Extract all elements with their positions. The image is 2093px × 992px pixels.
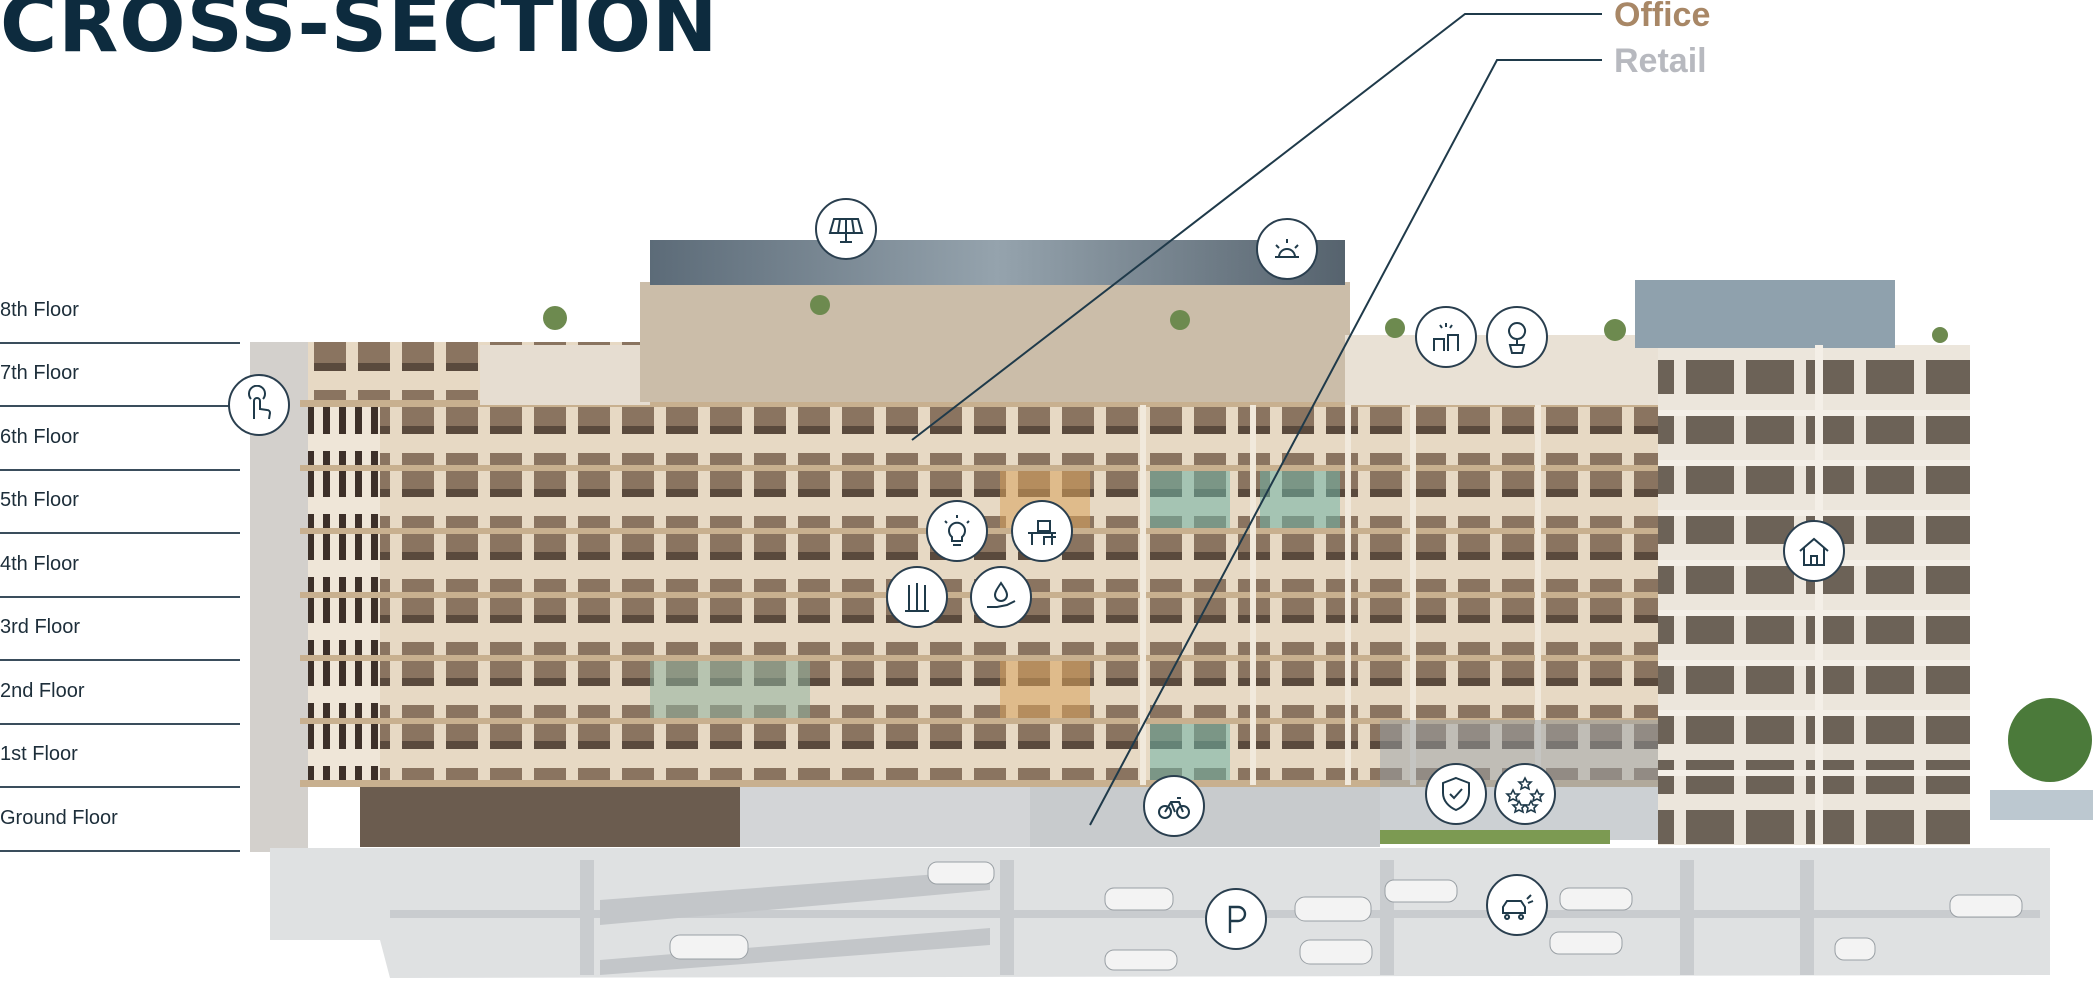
tower-glass-top (1635, 280, 1895, 348)
legend-retail-label: Retail (1614, 42, 1707, 80)
ev-charging-marker[interactable] (1486, 874, 1548, 936)
floor-label-ground: Ground Floor (0, 807, 118, 829)
floor-rule-ground (0, 850, 240, 852)
bicycle-icon (1158, 797, 1190, 819)
retail-ground (360, 787, 740, 847)
workstation-icon (1028, 520, 1056, 545)
floor-rule-7 (0, 405, 240, 407)
floor-rule-6 (0, 469, 240, 471)
floor-rule-1 (0, 786, 240, 788)
retail-leader-line (1089, 59, 1602, 826)
solar-panel-icon (828, 218, 864, 243)
office-leader-line (911, 13, 1602, 441)
touch-gesture-marker[interactable] (228, 374, 290, 436)
ev-charging-icon (1502, 894, 1534, 920)
solar-panel-marker[interactable] (815, 198, 877, 260)
five-stars-marker[interactable] (1494, 763, 1556, 825)
tree-planter-icon (1508, 322, 1526, 354)
floor-label-1: 1st Floor (0, 743, 78, 765)
floor-rule-4 (0, 596, 240, 598)
floor-label-7: 7th Floor (0, 362, 79, 384)
parking-icon (1228, 905, 1247, 933)
five-stars-icon (1505, 776, 1545, 814)
parking-marker[interactable] (1205, 888, 1267, 950)
hand-water-icon (987, 581, 1016, 608)
floor-rule-2 (0, 723, 240, 725)
bicycle-marker[interactable] (1143, 775, 1205, 837)
renewable-power-icon (1433, 323, 1459, 351)
legend-office-label: Office (1614, 0, 1711, 34)
floor-label-4: 4th Floor (0, 553, 79, 575)
wheat-marker[interactable] (886, 566, 948, 628)
floor-rule-8 (0, 342, 240, 344)
office-block (308, 342, 1658, 782)
renewable-power-marker[interactable] (1415, 306, 1477, 368)
workstation-marker[interactable] (1011, 500, 1073, 562)
wheat-icon (905, 583, 929, 612)
hand-water-marker[interactable] (970, 566, 1032, 628)
floor-label-6: 6th Floor (0, 426, 79, 448)
residential-tower (1658, 345, 1970, 845)
home-marker[interactable] (1783, 520, 1845, 582)
floor-label-8: 8th Floor (0, 299, 79, 321)
tree-planter-marker[interactable] (1486, 306, 1548, 368)
sunrise-icon (1275, 239, 1299, 258)
lightbulb-icon (944, 515, 970, 546)
floor-label-5: 5th Floor (0, 489, 79, 511)
floor-rule-3 (0, 659, 240, 661)
shield-check-icon (1442, 776, 1470, 812)
lightbulb-marker[interactable] (926, 500, 988, 562)
page-title: CROSS-SECTION (0, 0, 719, 70)
sunrise-marker[interactable] (1256, 218, 1318, 280)
floor-label-3: 3rd Floor (0, 616, 81, 638)
roof-glazing (650, 240, 1345, 285)
touch-gesture-icon (248, 385, 272, 420)
floor-label-2: 2nd Floor (0, 680, 85, 702)
shield-check-marker[interactable] (1425, 763, 1487, 825)
home-icon (1799, 537, 1829, 566)
floor-rule-5 (0, 532, 240, 534)
